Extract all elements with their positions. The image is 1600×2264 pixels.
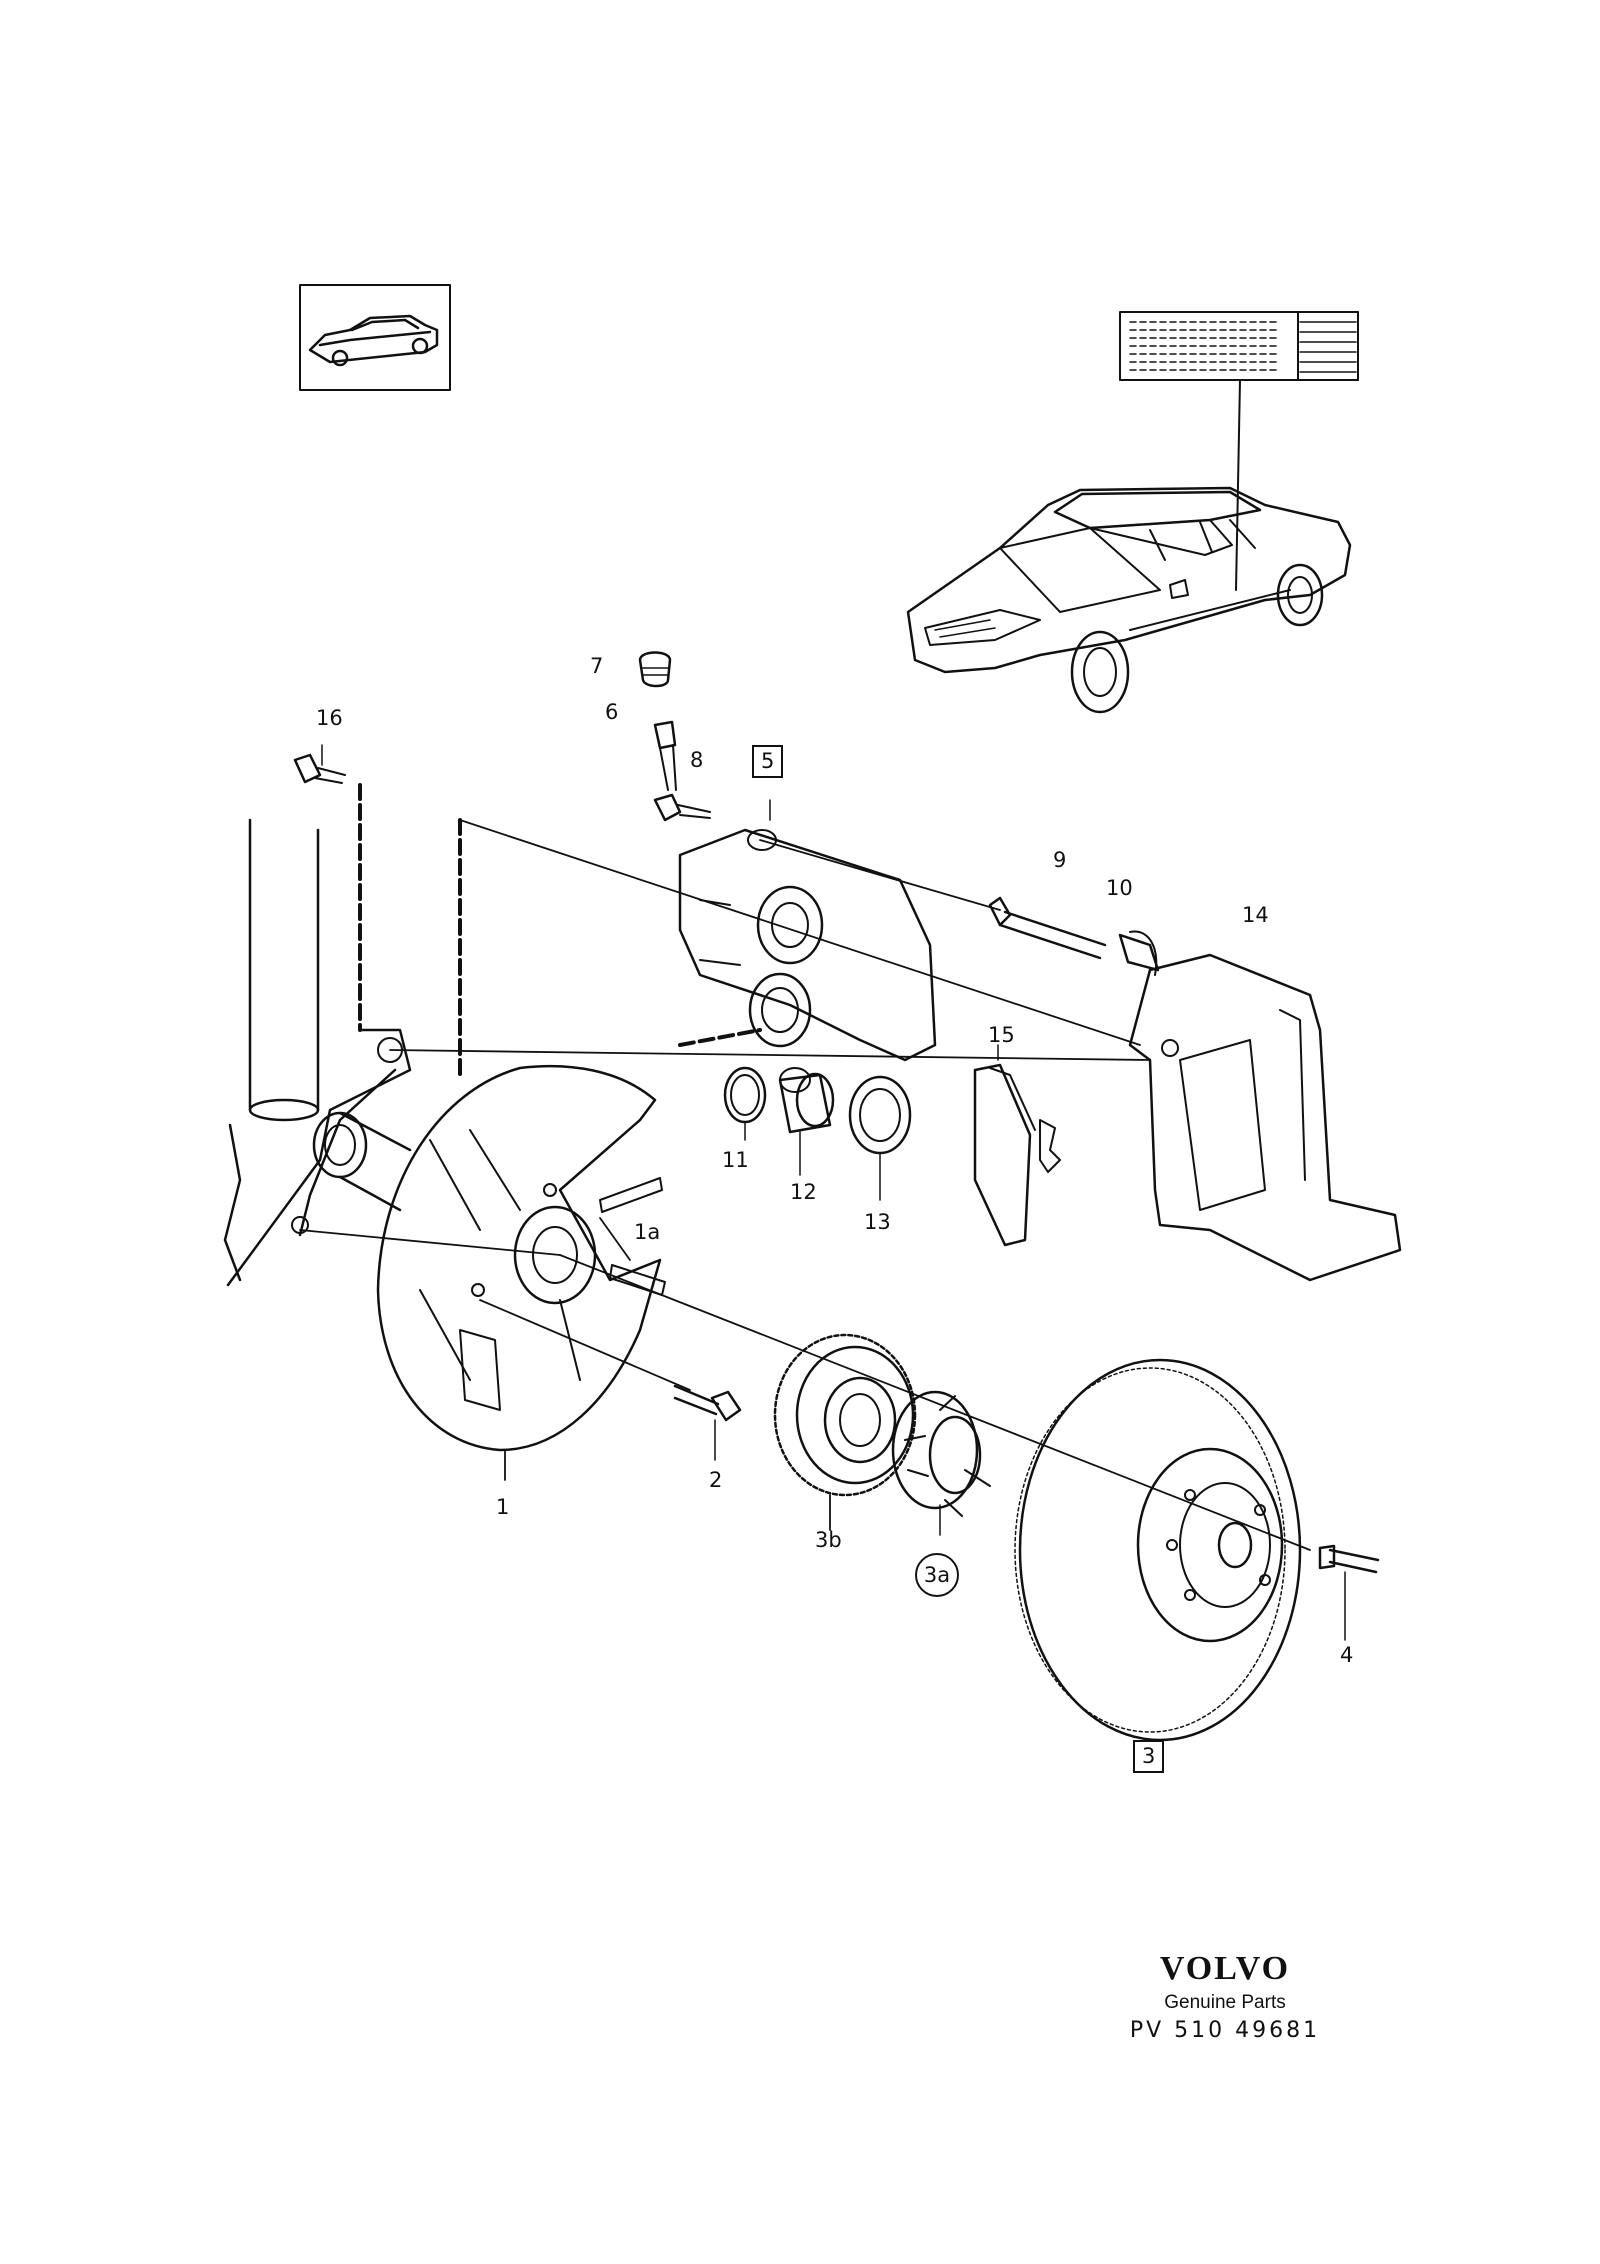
bolt-2 [673,1384,742,1461]
callout-3: 3 [1133,1740,1165,1773]
wheel-bearing [773,1333,917,1497]
callout-1: 1 [496,1495,510,1519]
wheel-hub [891,1390,991,1536]
callout-5: 5 [752,745,784,778]
callout-6: 6 [605,700,619,724]
wheel-bolt [1318,1544,1380,1641]
vehicle-thumbnail [299,284,451,391]
callout-13: 13 [864,1210,891,1234]
guide-pin [988,896,1160,976]
callout-2: 2 [709,1468,723,1492]
dust-shield [376,1064,662,1452]
callout-11: 11 [722,1148,749,1172]
callout-1a: 1a [634,1220,661,1244]
callout-8: 8 [690,748,704,772]
bleeder-valve [638,651,677,791]
callout-16: 16 [316,706,343,730]
bolt-16 [293,744,346,784]
callout-15: 15 [988,1023,1015,1047]
callout-7: 7 [590,654,604,678]
brand-subtitle: Genuine Parts [1164,1992,1286,2013]
callout-3b: 3b [815,1528,842,1552]
steering-knuckle [223,818,412,1287]
volvo-logo: VOLVO [1159,1950,1291,1987]
piston-seals [723,1066,912,1201]
caliper-bracket [1128,953,1402,1282]
brand-block: VOLVO Genuine Parts PV 510 49681 [1105,1950,1345,2043]
callout-10: 10 [1106,876,1133,900]
brake-disc [1014,1358,1302,1761]
part-code: PV 510 49681 [1129,2018,1321,2043]
caliper-bolt [653,793,711,822]
callout-4: 4 [1340,1643,1354,1667]
car-illustration [906,486,1352,714]
callout-14: 14 [1242,903,1269,927]
callout-9: 9 [1053,848,1067,872]
brake-caliper [678,799,937,1093]
assembly-lines [299,783,1311,1551]
callout-12: 12 [790,1180,817,1204]
id-label-plate [1119,311,1359,591]
brake-pad [973,1044,1061,1247]
callout-3a: 3a [915,1553,959,1597]
